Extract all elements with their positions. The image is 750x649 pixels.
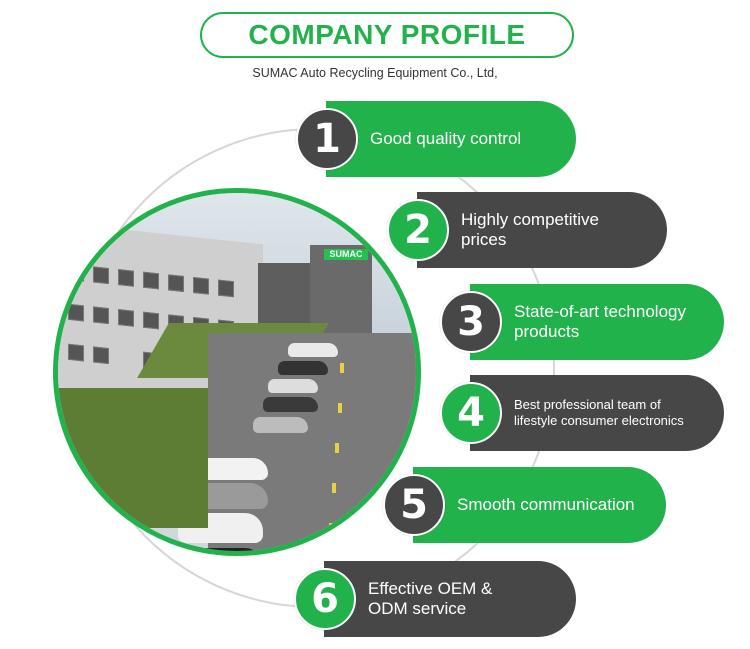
factory-photo: SUMAC xyxy=(53,188,421,556)
feature-label: Smooth communication xyxy=(457,494,635,514)
number-badge: 2 xyxy=(387,199,449,261)
feature-pill: Good quality control xyxy=(326,101,576,177)
sumac-sign: SUMAC xyxy=(324,249,368,260)
feature-label: Best professional team of lifestyle cons… xyxy=(514,397,684,428)
number-badge: 5 xyxy=(383,474,445,536)
feature-pill: Highly competitive prices xyxy=(417,192,667,268)
page-title: COMPANY PROFILE xyxy=(248,19,526,50)
feature-label: Effective OEM & ODM service xyxy=(368,578,493,618)
feature-label: State-of-art technology products xyxy=(514,301,686,341)
title-banner: COMPANY PROFILE xyxy=(200,12,574,58)
number-badge: 1 xyxy=(296,108,358,170)
company-subtitle: SUMAC Auto Recycling Equipment Co., Ltd, xyxy=(252,66,498,80)
feature-item-2: Highly competitive prices 2 xyxy=(387,192,667,268)
feature-pill: State-of-art technology products xyxy=(470,284,724,360)
photo-garden xyxy=(58,388,208,528)
feature-label: Highly competitive prices xyxy=(461,209,599,249)
number-badge: 3 xyxy=(440,291,502,353)
feature-item-5: Smooth communication 5 xyxy=(383,467,666,543)
feature-item-4: Best professional team of lifestyle cons… xyxy=(440,375,724,451)
feature-pill: Effective OEM & ODM service xyxy=(324,561,576,637)
feature-item-3: State-of-art technology products 3 xyxy=(440,284,724,360)
number-badge: 6 xyxy=(294,568,356,630)
feature-pill: Smooth communication xyxy=(413,467,666,543)
feature-item-1: Good quality control 1 xyxy=(296,101,576,177)
number-badge: 4 xyxy=(440,382,502,444)
photo-parking-lot xyxy=(163,333,416,551)
feature-item-6: Effective OEM & ODM service 6 xyxy=(294,561,576,637)
feature-pill: Best professional team of lifestyle cons… xyxy=(470,375,724,451)
feature-label: Good quality control xyxy=(370,128,522,148)
